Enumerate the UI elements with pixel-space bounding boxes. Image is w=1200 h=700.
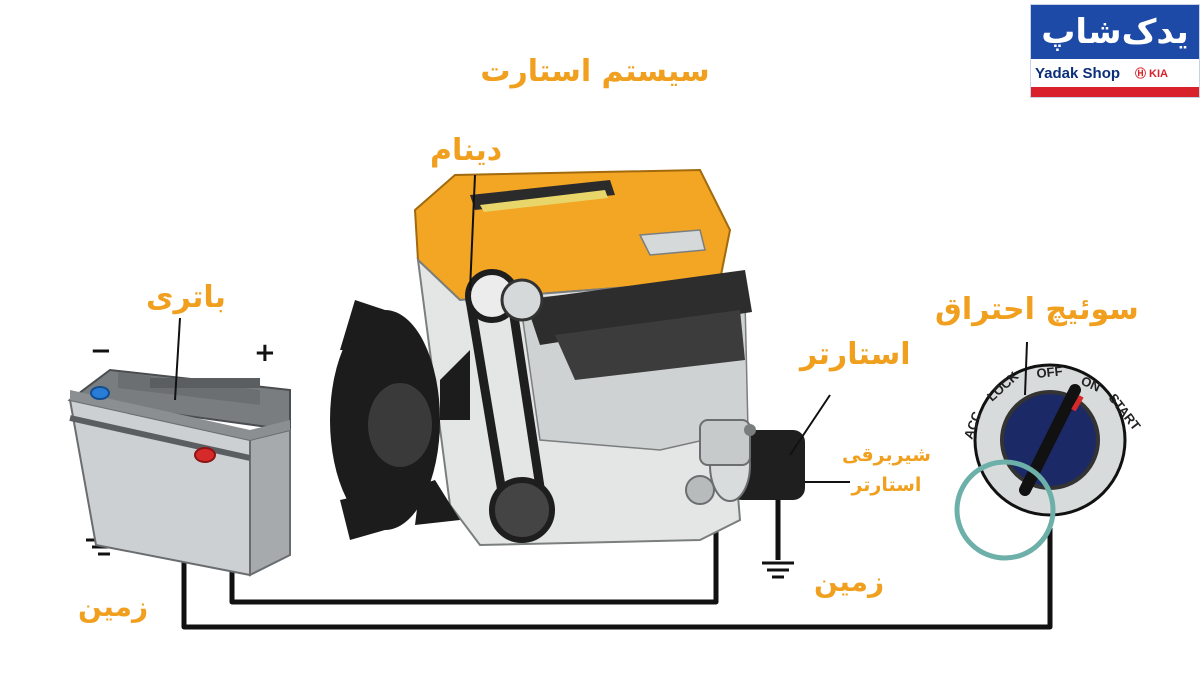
ignition-switch — [954, 363, 1127, 561]
diagram-title: سیستم استارت — [480, 54, 710, 89]
ignition-leader — [1024, 341, 1028, 396]
cooling-fan — [330, 300, 470, 540]
dynamo-leader — [469, 174, 476, 291]
solenoid-label-line1: شیربرقی — [842, 444, 931, 466]
ground-symbol-right — [762, 561, 794, 579]
battery-minus-sign: − — [90, 336, 112, 366]
logo-red-bar — [1031, 87, 1199, 97]
ignition-switch-label: سوئیچ احتراق — [935, 292, 1139, 327]
battery-leader — [174, 317, 181, 401]
dynamo-label: دینام — [430, 133, 503, 168]
battery — [67, 368, 291, 577]
leader-lines — [174, 174, 1028, 456]
solenoid-label-line2: استارتر — [851, 474, 922, 496]
drive-belt — [465, 269, 555, 543]
starter-motor — [685, 419, 805, 505]
ignition-pos-on: ON — [1079, 373, 1103, 395]
battery-plus-sign: + — [254, 338, 276, 368]
ignition-pos-off: OFF — [1036, 363, 1063, 381]
battery-label: باتری — [146, 280, 226, 315]
ground-label-right: زمین — [814, 565, 885, 598]
starter-solenoid-label: شیربرقی استارتر — [842, 440, 931, 500]
yadak-shop-logo: یدک‌شاپ Yadak Shop Ⓗ KIA — [1030, 4, 1200, 98]
starter-leader — [789, 394, 831, 456]
ground-label-left: زمین — [78, 590, 149, 623]
logo-brand-marks: Ⓗ KIA — [1135, 68, 1168, 80]
logo-name-en: Yadak Shop — [1035, 65, 1121, 82]
starter-label: استارتر — [800, 337, 911, 372]
logo-name-fa: یدک‌شاپ — [1031, 5, 1199, 59]
